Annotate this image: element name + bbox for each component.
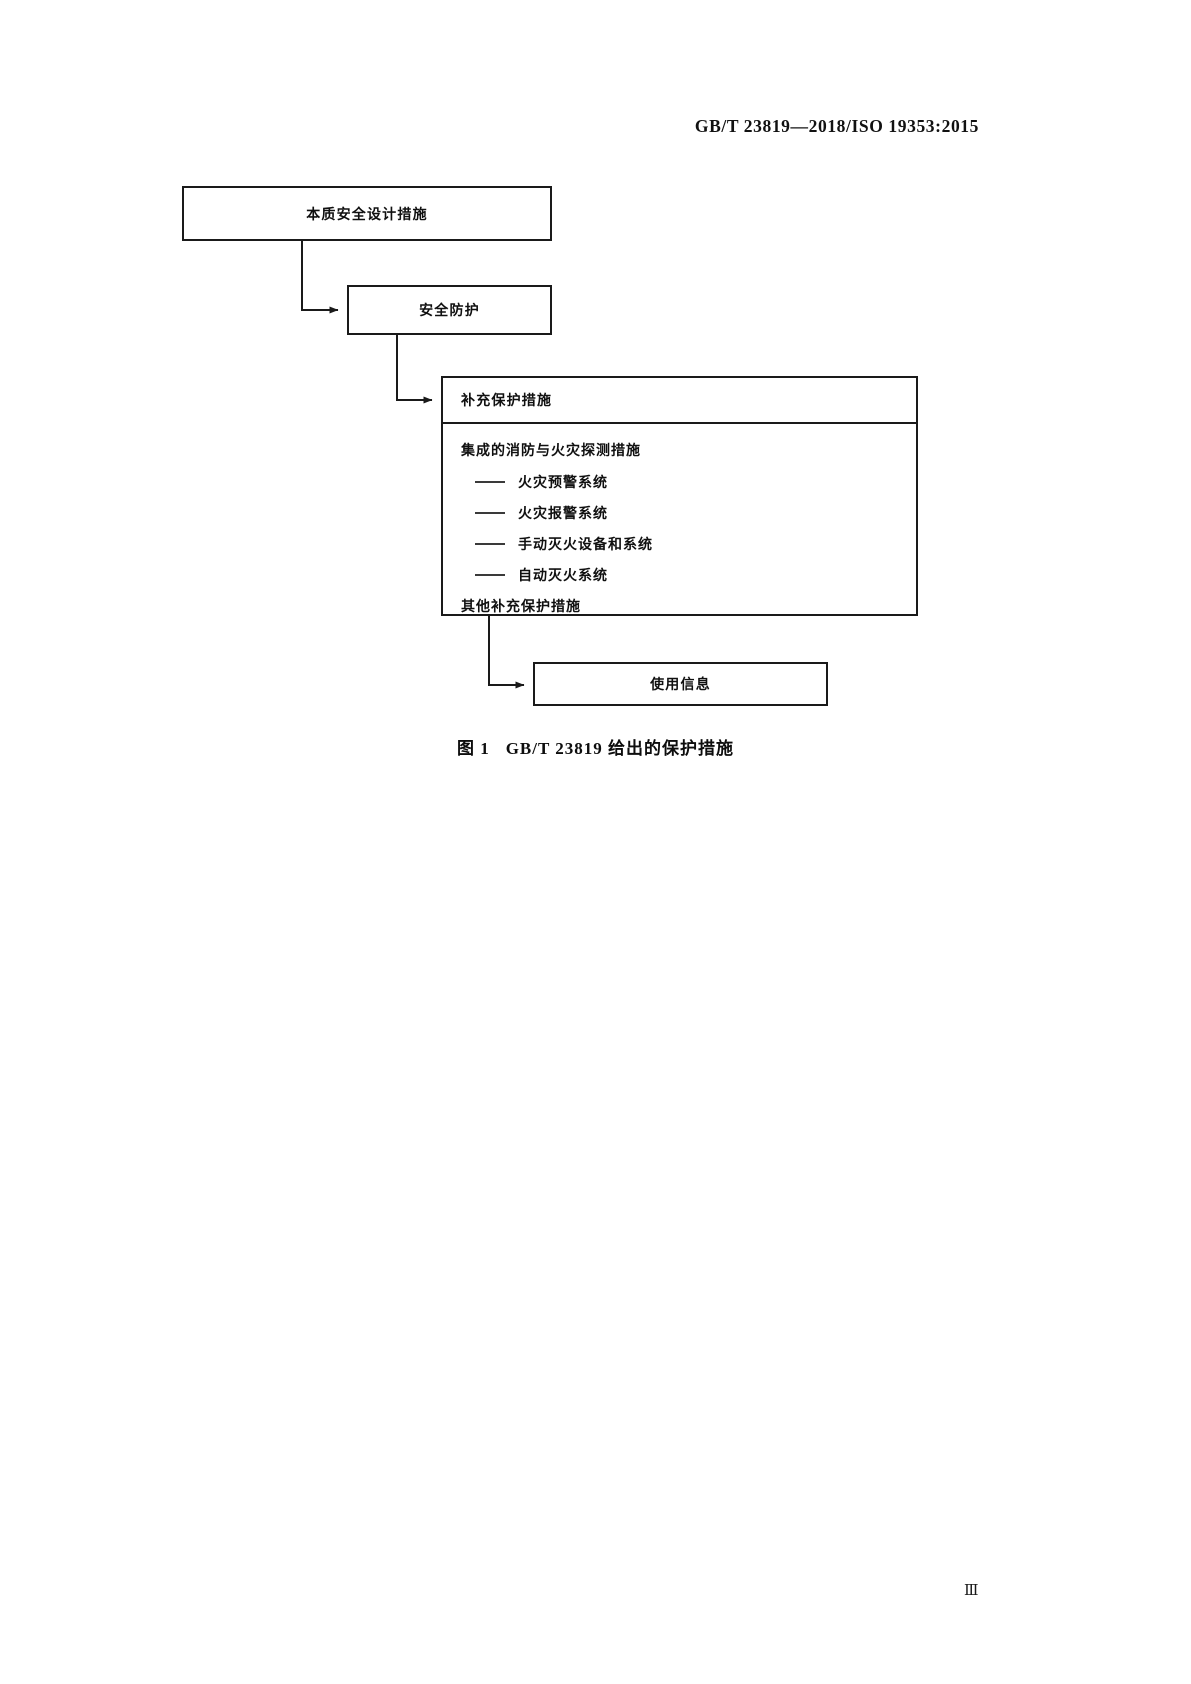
list-item: 手动灭火设备和系统 <box>461 534 916 554</box>
flow-connectors <box>301 241 525 689</box>
list-item: 自动灭火系统 <box>461 565 916 585</box>
node-complementary-protective-measures: 补充保护措施 集成的消防与火灾探测措施 火灾预警系统 火灾报警系统 手动灭火设备… <box>441 376 918 616</box>
node-inherently-safe-design: 本质安全设计措施 <box>182 186 552 241</box>
connector-complementary-to-information <box>488 616 525 689</box>
dash-icon <box>475 481 505 483</box>
node-safeguarding: 安全防护 <box>347 285 552 335</box>
list-item-label: 手动灭火设备和系统 <box>518 537 653 553</box>
node-information-for-use: 使用信息 <box>533 662 828 706</box>
page-number: Ⅲ <box>964 1583 979 1599</box>
figure-caption: 图 1 GB/T 23819 给出的保护措施 <box>0 734 1191 759</box>
figure-caption-number: 图 1 <box>456 739 490 758</box>
node-complementary-header-label: 补充保护措施 <box>461 393 553 409</box>
figure-protective-measures: 本质安全设计措施 安全防护 补充保护措施 集成的消防与火灾探测措施 火灾预警系统… <box>0 0 1191 800</box>
node-complementary-body: 集成的消防与火灾探测措施 火灾预警系统 火灾报警系统 手动灭火设备和系统 自动灭… <box>443 424 916 616</box>
node-inherently-safe-design-label: 本质安全设计措施 <box>306 206 428 223</box>
dash-icon <box>475 543 505 545</box>
dash-icon <box>475 574 505 576</box>
page-header-standard-code: GB/T 23819—2018/ISO 19353:2015 <box>694 116 979 136</box>
list-item: 火灾报警系统 <box>461 503 916 523</box>
integrated-fire-measures-title: 集成的消防与火灾探测措施 <box>461 443 641 459</box>
dash-icon <box>475 512 505 514</box>
integrated-fire-measures-list: 火灾预警系统 火灾报警系统 手动灭火设备和系统 自动灭火系统 <box>461 472 916 585</box>
other-complementary-measures-label: 其他补充保护措施 <box>461 599 581 615</box>
list-item-label: 自动灭火系统 <box>518 568 608 584</box>
node-information-for-use-label: 使用信息 <box>650 677 711 693</box>
figure-caption-text: GB/T 23819 给出的保护措施 <box>505 739 735 758</box>
connector-safeguard-to-complementary <box>396 335 433 404</box>
node-complementary-header: 补充保护措施 <box>443 378 916 424</box>
node-safeguarding-label: 安全防护 <box>419 303 480 319</box>
list-item-label: 火灾预警系统 <box>518 475 608 491</box>
list-item: 火灾预警系统 <box>461 472 916 492</box>
list-item-label: 火灾报警系统 <box>518 506 608 522</box>
connector-design-to-safeguard <box>301 241 339 314</box>
